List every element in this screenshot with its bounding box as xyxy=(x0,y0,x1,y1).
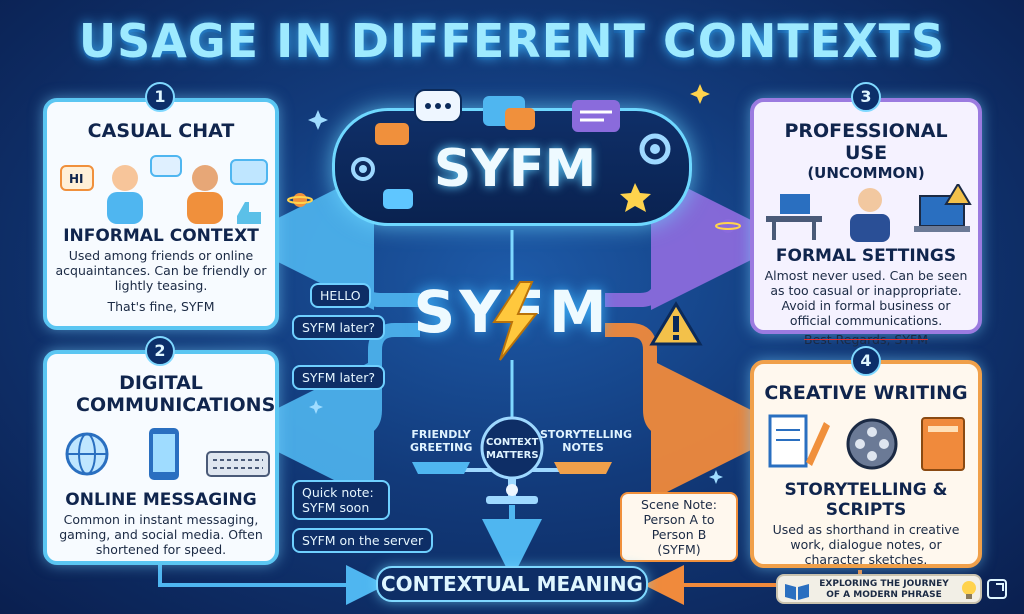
scale-right-label: STORYTELLING NOTES xyxy=(540,428,632,454)
panel-professional-subtitle: FORMAL SETTINGS xyxy=(775,246,957,266)
arrow-to-professional xyxy=(605,170,791,310)
planet-icon xyxy=(293,193,307,207)
scale-center-label: CONTEXT MATTERS xyxy=(486,437,539,461)
phone-icon xyxy=(149,428,179,480)
panel-digital-subtitle: ONLINE MESSAGING xyxy=(65,490,257,510)
panel-digital-title: DIGITAL COMMUNICATIONS xyxy=(76,372,276,416)
book-open-icon xyxy=(785,584,809,600)
globe-network-icon xyxy=(65,432,109,476)
footer-badge: EXPLORING THE JOURNEY OF A MODERN PHRASE xyxy=(776,574,982,604)
hub-decor-icons xyxy=(351,123,671,212)
panel-professional-note: (UNCOMMON) xyxy=(807,164,925,182)
creative-illustration xyxy=(768,414,965,471)
chat-bubble-syfm-later: SYFM later? xyxy=(292,315,386,340)
contextual-meaning-pill: CONTEXTUAL MEANING xyxy=(376,566,648,602)
panel-creative-description: Used as shorthand in creative work, dial… xyxy=(772,522,960,567)
badge-1: 1 xyxy=(145,82,175,112)
hub-label: SYFM xyxy=(433,139,597,199)
hi-bubble-text: HI xyxy=(69,172,84,186)
panel-professional-title: PROFESSIONAL USE xyxy=(784,120,948,164)
panel-casual-example: That's fine, SYFM xyxy=(107,299,215,314)
panel-creative: CREATIVE WRITING STORYTELLING & SCRIPTS … xyxy=(750,360,982,568)
page-title: USAGE IN DIFFERENT CONTEXTS xyxy=(78,14,946,68)
panel-casual-description: Used among friends or online acquaintanc… xyxy=(55,248,267,293)
laptop-icon xyxy=(914,195,970,232)
chat-bubble-hello: HELLO xyxy=(310,283,371,308)
panel-digital: DIGITAL COMMUNICATIONS ONLINE MESSAGING … xyxy=(43,350,279,565)
panel-creative-subtitle: STORYTELLING & SCRIPTS xyxy=(784,480,948,520)
friends-chat-illustration: HI xyxy=(60,155,268,224)
desk-icon xyxy=(766,194,822,240)
gear-icon xyxy=(639,133,671,165)
book-icon xyxy=(921,417,965,471)
panel-professional: PROFESSIONAL USE (UNCOMMON) FORMAL SETTI… xyxy=(750,98,982,347)
note-server: SYFM on the server xyxy=(292,528,434,553)
arrow-to-creative xyxy=(605,323,791,500)
footer-badge-text: EXPLORING THE JOURNEY OF A MODERN PHRASE xyxy=(819,579,949,600)
star-icon xyxy=(620,183,651,212)
panel-casual-subtitle: INFORMAL CONTEXT xyxy=(63,226,259,246)
badge-2: 2 xyxy=(145,336,175,366)
sparkle-icon xyxy=(309,400,323,414)
sparkle-icon xyxy=(709,470,723,484)
panel-professional-example: Best Regards, SYFM xyxy=(804,332,928,347)
sparkle-icon xyxy=(308,110,328,130)
chat-bubble-syfm-later-2: SYFM later? xyxy=(292,365,386,390)
chat-icon xyxy=(375,123,409,145)
panel-creative-title: CREATIVE WRITING xyxy=(764,382,968,404)
sparkle-icon xyxy=(690,84,710,104)
badge-3: 3 xyxy=(851,82,881,112)
scene-note: Scene Note: Person A to Person B (SYFM) xyxy=(620,492,738,562)
small-warning-icon xyxy=(944,182,972,205)
badge-4: 4 xyxy=(851,346,881,376)
businessperson-icon xyxy=(850,188,890,242)
notepad-pen-icon xyxy=(768,414,830,468)
film-reel-icon xyxy=(846,418,898,470)
arrow-to-casual xyxy=(234,170,420,310)
scale-left-label: FRIENDLY GREETING xyxy=(410,428,473,454)
gear-icon xyxy=(351,157,375,181)
lightbulb-icon xyxy=(962,581,976,599)
panel-casual-title: CASUAL CHAT xyxy=(87,120,235,142)
panel-digital-description: Common in instant messaging, gaming, and… xyxy=(59,512,263,557)
panel-professional-description: Almost never used. Can be seen as too ca… xyxy=(764,268,968,328)
devices-illustration xyxy=(65,428,270,480)
chat-icon xyxy=(383,189,413,209)
planet-icon xyxy=(721,219,735,233)
office-illustration xyxy=(766,182,972,242)
note-quick: Quick note: SYFM soon xyxy=(292,480,390,520)
panel-casual-chat: CASUAL CHAT HI INFORMAL CONTEXT Used amo… xyxy=(43,98,279,330)
keyboard-icon xyxy=(206,451,270,477)
